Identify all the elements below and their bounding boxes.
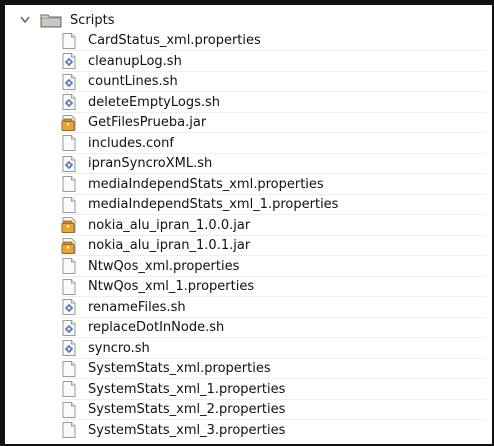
file-label: SystemStats_xml.properties (88, 361, 271, 376)
jar-file-icon (60, 237, 78, 255)
file-label: renameFiles.sh (88, 299, 186, 315)
row-divider (60, 255, 486, 256)
file-label: replaceDotInNode.sh (88, 320, 225, 335)
shell-script-icon (60, 93, 78, 111)
row-divider (60, 70, 486, 72)
file-row[interactable]: NtwQos_xml_1.properties (8, 277, 486, 297)
row-divider (60, 296, 486, 297)
file-row[interactable]: ipranSyncroXML.sh (8, 154, 486, 174)
text-file-icon (60, 32, 78, 50)
file-label: syncro.sh (88, 340, 150, 356)
file-row[interactable]: replaceDotInNode.sh (8, 318, 486, 338)
file-label: SystemStats_xml_3.properties (88, 422, 286, 438)
file-label: ipranSyncroXML.sh (88, 156, 213, 171)
row-divider (60, 193, 486, 195)
file-label: SystemStats_xml_1.properties (88, 381, 286, 397)
file-row[interactable]: SystemStats_xml.properties (8, 359, 486, 379)
file-row[interactable]: syncro.sh (8, 338, 486, 358)
file-row[interactable]: renameFiles.sh (8, 297, 486, 317)
file-label: cleanupLog.sh (88, 53, 182, 69)
text-file-icon (60, 421, 78, 438)
text-file-icon (60, 360, 78, 378)
text-file-icon (60, 134, 78, 152)
text-file-icon (60, 401, 78, 419)
file-label: CardStatus_xml.properties (88, 33, 261, 48)
text-file-icon (60, 175, 78, 193)
row-divider (60, 275, 486, 277)
file-row[interactable]: mediaIndependStats_xml.properties (8, 174, 486, 194)
row-divider (60, 111, 486, 113)
row-divider (60, 132, 486, 133)
shell-script-icon (60, 155, 78, 173)
file-row[interactable]: nokia_alu_ipran_1.0.0.jar (8, 215, 486, 235)
text-file-icon (60, 278, 78, 296)
file-label: nokia_alu_ipran_1.0.1.jar (88, 238, 251, 253)
file-row[interactable]: nokia_alu_ipran_1.0.1.jar (8, 236, 486, 256)
shell-script-icon (60, 319, 78, 337)
chevron-down-icon[interactable] (18, 10, 32, 30)
file-label: SystemStats_xml_2.properties (88, 402, 286, 417)
file-label: NtwQos_xml_1.properties (88, 279, 255, 294)
shell-script-icon (60, 298, 78, 316)
file-label: mediaIndependStats_xml.properties (88, 176, 324, 192)
row-divider (60, 152, 486, 154)
row-divider (60, 316, 486, 318)
file-row[interactable]: CardStatus_xml.properties (8, 31, 486, 51)
file-row[interactable]: GetFilesPrueba.jar (8, 113, 486, 133)
folder-icon (40, 12, 62, 28)
text-file-icon (60, 196, 78, 214)
file-label: countLines.sh (88, 74, 178, 89)
file-label: mediaIndependStats_xml_1.properties (88, 197, 339, 212)
file-row[interactable]: NtwQos_xml.properties (8, 256, 486, 276)
row-divider (60, 357, 486, 359)
file-label: includes.conf (88, 135, 174, 151)
file-row[interactable]: SystemStats_xml_3.properties (8, 420, 486, 438)
jar-file-icon (60, 216, 78, 234)
file-row[interactable]: countLines.sh (8, 72, 486, 92)
file-row[interactable]: includes.conf (8, 133, 486, 153)
row-divider (60, 398, 486, 400)
file-label: deleteEmptyLogs.sh (88, 94, 221, 110)
row-divider (60, 337, 486, 338)
file-row[interactable]: cleanupLog.sh (8, 51, 486, 71)
folder-label: Scripts (70, 12, 115, 28)
jar-file-icon (60, 114, 78, 132)
file-row[interactable]: SystemStats_xml_1.properties (8, 379, 486, 399)
file-label: NtwQos_xml.properties (88, 258, 240, 274)
shell-script-icon (60, 52, 78, 70)
tree-folder-scripts[interactable]: Scripts (8, 10, 486, 30)
file-row[interactable]: SystemStats_xml_2.properties (8, 400, 486, 420)
file-row[interactable]: mediaIndependStats_xml_1.properties (8, 195, 486, 215)
file-label: GetFilesPrueba.jar (88, 115, 207, 130)
row-divider (60, 378, 486, 379)
row-divider (60, 91, 486, 92)
row-divider (60, 173, 486, 174)
file-row[interactable]: deleteEmptyLogs.sh (8, 92, 486, 112)
row-divider (60, 50, 486, 51)
text-file-icon (60, 380, 78, 398)
shell-script-icon (60, 339, 78, 357)
row-divider (60, 234, 486, 236)
shell-script-icon (60, 73, 78, 91)
text-file-icon (60, 257, 78, 275)
row-divider (60, 214, 486, 215)
file-label: nokia_alu_ipran_1.0.0.jar (88, 217, 251, 233)
row-divider (60, 419, 486, 420)
